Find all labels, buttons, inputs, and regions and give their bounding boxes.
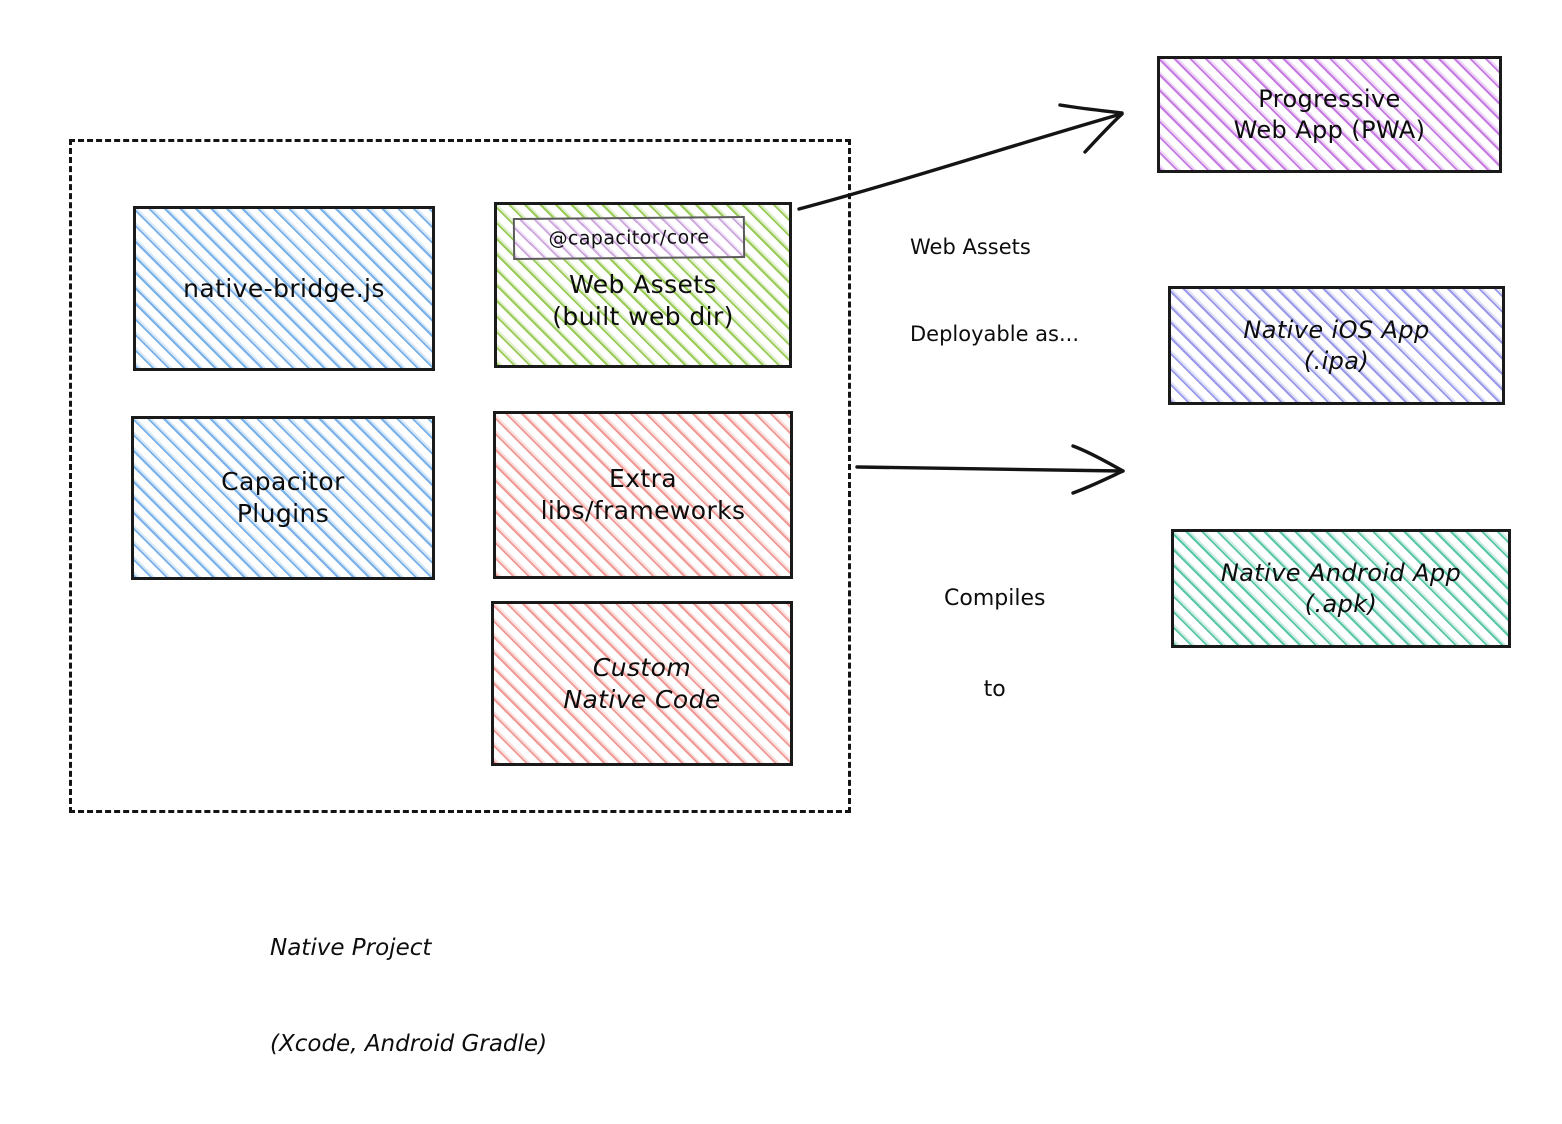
box-capacitor-plugins-label-line1: Capacitor [221, 467, 345, 496]
box-native-ios-app-label-line2: (.ipa) [1303, 346, 1370, 375]
native-project-caption-line2: (Xcode, Android Gradle) [270, 1030, 548, 1057]
box-native-android-app-label-line1: Native Android App [1220, 558, 1462, 587]
compile-arrow-icon [855, 444, 1125, 495]
box-progressive-web-app-label-line2: Web App (PWA) [1233, 115, 1426, 144]
box-extra-libs-label-line1: Extra [609, 464, 677, 493]
box-native-bridge-js[interactable]: native-bridge.js [133, 206, 435, 371]
diagram-canvas: native-bridge.js Capacitor Plugins @capa… [69, 56, 1511, 1057]
native-project-caption-line1: Native Project [270, 935, 432, 962]
box-native-ios-app-label-line1: Native iOS App [1243, 315, 1430, 344]
box-progressive-web-app[interactable]: Progressive Web App (PWA) [1157, 56, 1502, 173]
compile-arrow-label: Compiles to [944, 523, 1045, 766]
native-project-container [69, 139, 851, 813]
box-web-assets-text: Web Assets (built web dir) [497, 269, 789, 333]
box-capacitor-plugins-label-line2: Plugins [236, 499, 330, 528]
box-extra-libs-label-line2: libs/frameworks [540, 496, 746, 525]
box-custom-native-code-label-line2: Native Code [563, 684, 721, 714]
deploy-arrow-label-line1: Web Assets [910, 234, 1031, 259]
box-native-android-app[interactable]: Native Android App (.apk) [1171, 529, 1511, 648]
box-extra-libs-frameworks[interactable]: Extra libs/frameworks [493, 411, 793, 579]
compile-arrow-label-line2: to [983, 676, 1006, 702]
deploy-arrow-label: Web Assets Deployable as... [910, 175, 1079, 407]
box-web-assets-label-line1: Web Assets [569, 270, 717, 299]
box-custom-native-code[interactable]: Custom Native Code [491, 601, 793, 766]
box-web-assets-label-line2: (built web dir) [552, 302, 734, 331]
compile-arrow-label-line1: Compiles [944, 585, 1046, 611]
capacitor-core-chip-label: @capacitor/core [548, 226, 710, 250]
box-web-assets[interactable]: @capacitor/core Web Assets (built web di… [494, 202, 792, 368]
deploy-arrow-label-line2: Deployable as... [910, 321, 1079, 346]
native-project-caption: Native Project (Xcode, Android Gradle) [270, 870, 547, 1124]
box-native-ios-app[interactable]: Native iOS App (.ipa) [1168, 286, 1505, 405]
box-capacitor-plugins[interactable]: Capacitor Plugins [131, 416, 435, 580]
box-progressive-web-app-label-line1: Progressive [1258, 84, 1401, 113]
box-custom-native-code-label-line1: Custom [592, 652, 692, 682]
box-native-bridge-js-label: native-bridge.js [183, 273, 385, 303]
capacitor-core-chip[interactable]: @capacitor/core [512, 215, 746, 261]
box-native-android-app-label-line2: (.apk) [1304, 589, 1378, 618]
